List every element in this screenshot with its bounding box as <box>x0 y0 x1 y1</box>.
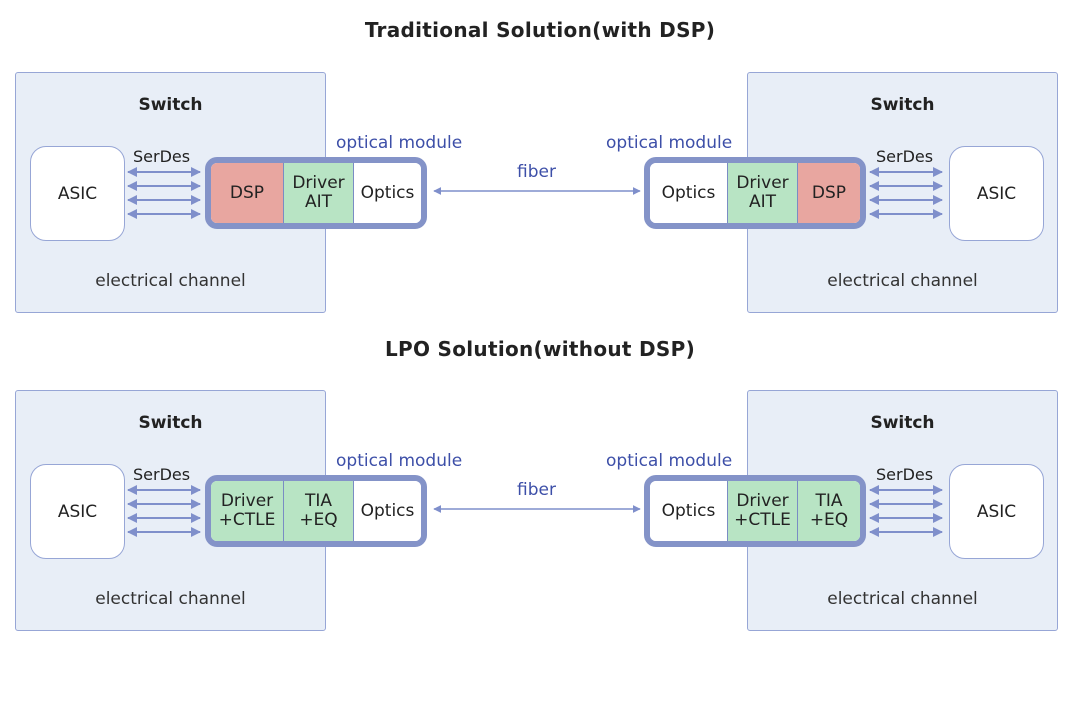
cell-label: TIA +EQ <box>809 491 849 530</box>
electrical-channel-label: electrical channel <box>827 589 978 609</box>
optical-module-right-lpo: Optics Driver +CTLE TIA +EQ <box>644 475 866 547</box>
cell-label: Driver +CTLE <box>218 491 276 530</box>
asic-block: ASIC <box>949 464 1044 559</box>
serdes-label: SerDes <box>133 147 191 166</box>
tia-eq-chip: TIA +EQ <box>797 481 860 541</box>
asic-block: ASIC <box>949 146 1044 241</box>
driver-ait-chip: Driver AIT <box>727 163 797 223</box>
optics-block: Optics <box>650 481 727 541</box>
serdes-label: SerDes <box>876 147 934 166</box>
cell-label: DSP <box>229 182 265 203</box>
optics-block: Optics <box>353 163 421 223</box>
switch-label: Switch <box>870 95 935 115</box>
cell-label: Driver AIT <box>736 173 789 212</box>
section-title-lpo: LPO Solution(without DSP) <box>384 337 696 361</box>
cell-label: Optics <box>661 182 716 203</box>
dsp-chip: DSP <box>797 163 860 223</box>
optical-module-label: optical module <box>606 133 733 153</box>
electrical-channel-label: electrical channel <box>95 589 246 609</box>
optical-module-label: optical module <box>336 133 463 153</box>
optical-module-left-lpo: Driver +CTLE TIA +EQ Optics <box>205 475 427 547</box>
electrical-channel-label: electrical channel <box>827 271 978 291</box>
cell-label: Optics <box>360 500 415 521</box>
dsp-chip: DSP <box>211 163 283 223</box>
optics-block: Optics <box>353 481 421 541</box>
asic-block: ASIC <box>30 146 125 241</box>
asic-label: ASIC <box>57 501 98 522</box>
driver-ctle-chip: Driver +CTLE <box>211 481 283 541</box>
cell-label: TIA +EQ <box>299 491 338 530</box>
driver-ait-chip: Driver AIT <box>283 163 353 223</box>
cell-label: DSP <box>811 182 847 203</box>
cell-label: Optics <box>360 182 415 203</box>
serdes-label: SerDes <box>876 465 934 484</box>
electrical-channel-label: electrical channel <box>95 271 246 291</box>
fiber-label: fiber <box>517 162 556 182</box>
optical-module-left-traditional: DSP Driver AIT Optics <box>205 157 427 229</box>
driver-ctle-chip: Driver +CTLE <box>727 481 797 541</box>
fiber-label: fiber <box>517 480 556 500</box>
asic-label: ASIC <box>976 183 1017 204</box>
optical-module-right-traditional: Optics Driver AIT DSP <box>644 157 866 229</box>
serdes-label: SerDes <box>133 465 191 484</box>
optical-module-label: optical module <box>606 451 733 471</box>
switch-label: Switch <box>870 413 935 433</box>
asic-block: ASIC <box>30 464 125 559</box>
section-title-traditional: Traditional Solution(with DSP) <box>364 18 716 42</box>
optics-block: Optics <box>650 163 727 223</box>
switch-label: Switch <box>138 413 203 433</box>
cell-label: Driver +CTLE <box>734 491 791 530</box>
cell-label: Driver AIT <box>292 173 345 212</box>
optical-module-label: optical module <box>336 451 463 471</box>
switch-right-traditional: Switch ASIC SerDes electrical channel <box>747 72 1058 313</box>
asic-label: ASIC <box>976 501 1017 522</box>
tia-eq-chip: TIA +EQ <box>283 481 353 541</box>
cell-label: Optics <box>661 500 716 521</box>
switch-label: Switch <box>138 95 203 115</box>
asic-label: ASIC <box>57 183 98 204</box>
